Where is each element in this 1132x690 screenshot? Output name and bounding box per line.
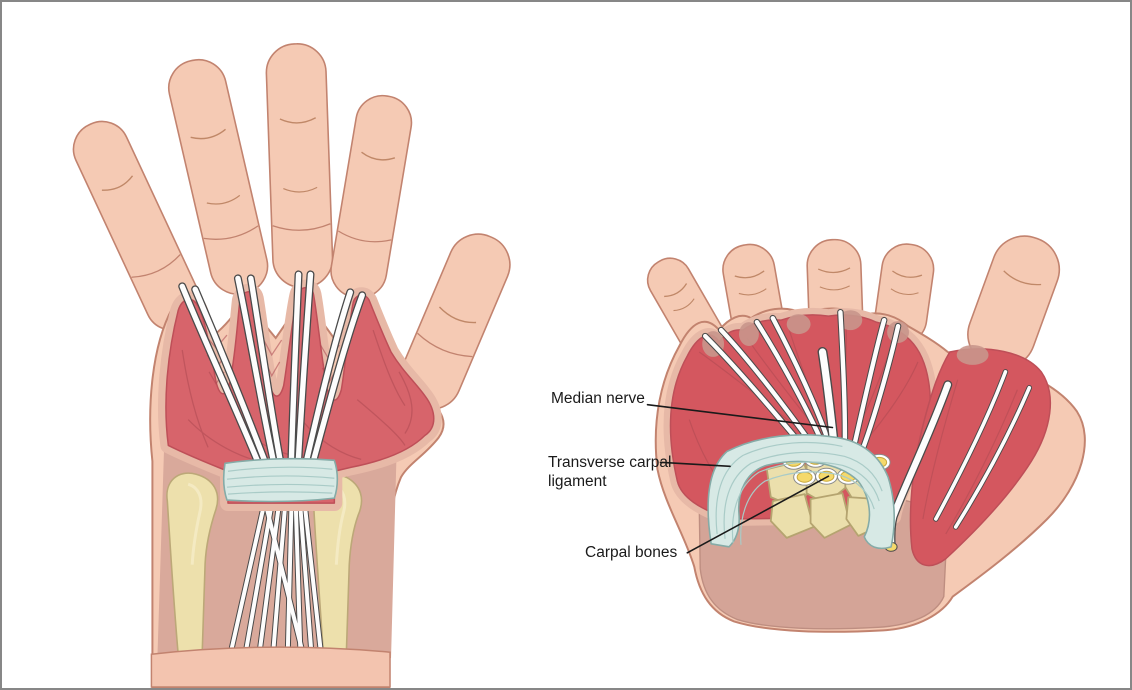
leader-line-transverse-carpal-ligament	[659, 461, 731, 468]
transverse-carpal-ligament-band	[222, 457, 339, 503]
leader-lines	[646, 403, 834, 554]
forearm-flexor-tendons	[226, 490, 324, 662]
left-hand-finger-ring	[330, 94, 413, 299]
label-median-nerve: Median nerve	[551, 390, 645, 407]
wrist-skin-band	[150, 646, 391, 688]
carpal-tunnel-view-hand-illustration	[646, 235, 1086, 633]
label-transverse-carpal-ligament: Transverse carpal ligament	[548, 454, 672, 490]
palm-view-hand-illustration	[72, 43, 511, 688]
leader-line-carpal-bones	[686, 475, 830, 554]
radius-bone	[166, 472, 219, 656]
transverse-carpal-ligament-arch	[707, 434, 895, 550]
left-hand-finger-middle	[265, 43, 334, 289]
leader-line-median-nerve	[646, 403, 834, 429]
label-carpal-bones: Carpal bones	[585, 544, 678, 561]
